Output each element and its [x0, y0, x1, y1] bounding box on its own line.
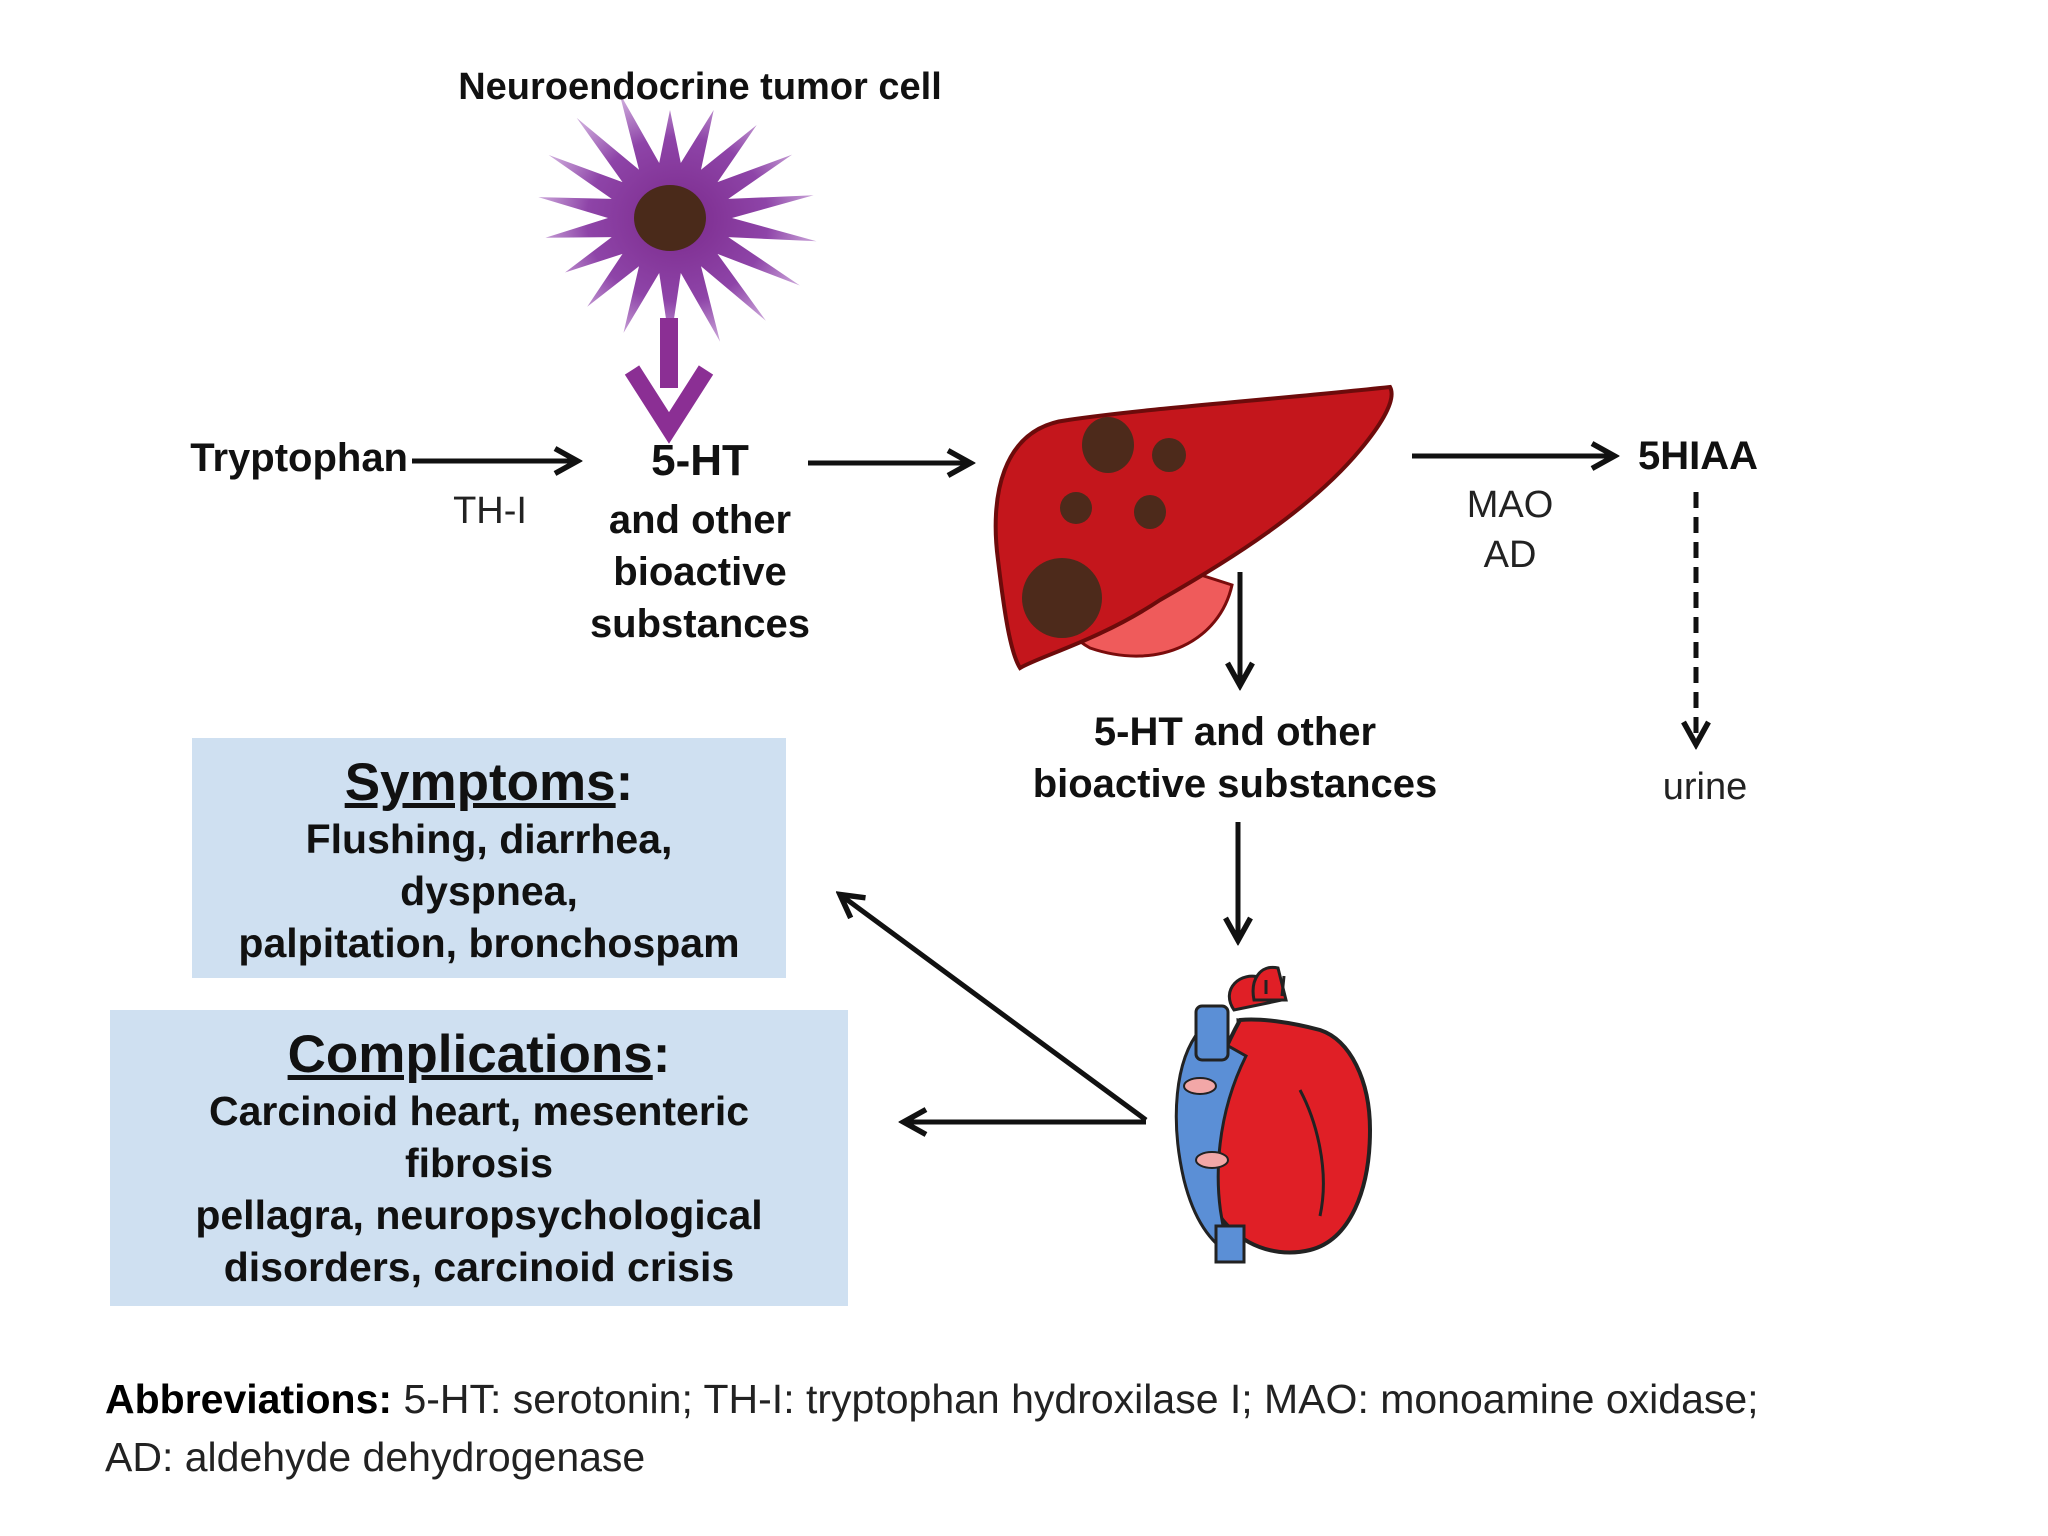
complications-line-2: fibrosis [404, 1140, 554, 1186]
symptoms-title: Symptoms [344, 753, 616, 812]
heart-icon [1174, 965, 1373, 1264]
th-enzyme-label: TH-I [453, 490, 527, 532]
serotonin-line-3: substances [589, 602, 811, 646]
circulating-line-2: bioactive substances [1032, 762, 1438, 806]
mao-label: MAO [1466, 484, 1554, 526]
abbreviations-line-1: 5-HT: serotonin; TH-I: tryptophan hydrox… [392, 1376, 1759, 1422]
urine-label: urine [1662, 766, 1748, 808]
abbreviations-line-2: AD: aldehyde dehydrogenase [105, 1434, 646, 1480]
symptoms-line-2: dyspnea, [400, 868, 578, 914]
liver-icon [993, 384, 1394, 671]
symptoms-line-1: Flushing, diarrhea, [305, 816, 673, 862]
abbreviations-label: Abbreviations: [105, 1376, 393, 1422]
symptoms-box: Symptoms: Flushing, diarrhea, dyspnea, p… [192, 738, 786, 978]
serotonin-line-1: and other [608, 498, 792, 542]
tumor-cell-label: Neuroendocrine tumor cell [458, 66, 942, 108]
complications-box: Complications: Carcinoid heart, mesenter… [110, 1010, 848, 1306]
hiaa-label: 5HIAA [1637, 434, 1759, 478]
circulating-line-1: 5-HT and other [1093, 710, 1377, 754]
complications-line-1: Carcinoid heart, mesenteric [208, 1088, 750, 1134]
ad-label: AD [1483, 534, 1537, 576]
complications-title: Complications [287, 1025, 653, 1084]
heart-to-symptoms-arrow [842, 896, 1148, 1123]
abbreviations-footnote: Abbreviations: 5-HT: serotonin; TH-I: tr… [105, 1370, 2005, 1486]
complications-line-3: pellagra, neuropsychological [195, 1192, 763, 1238]
tumor-cell-icon [538, 92, 817, 346]
tumor-release-arrow [624, 318, 714, 444]
symptoms-line-3: palpitation, bronchospam [238, 920, 740, 966]
serotonin-title: 5-HT [651, 436, 749, 485]
tryptophan-label: Tryptophan [190, 436, 408, 480]
serotonin-line-2: bioactive [613, 550, 787, 594]
complications-line-4: disorders, carcinoid crisis [223, 1244, 735, 1290]
